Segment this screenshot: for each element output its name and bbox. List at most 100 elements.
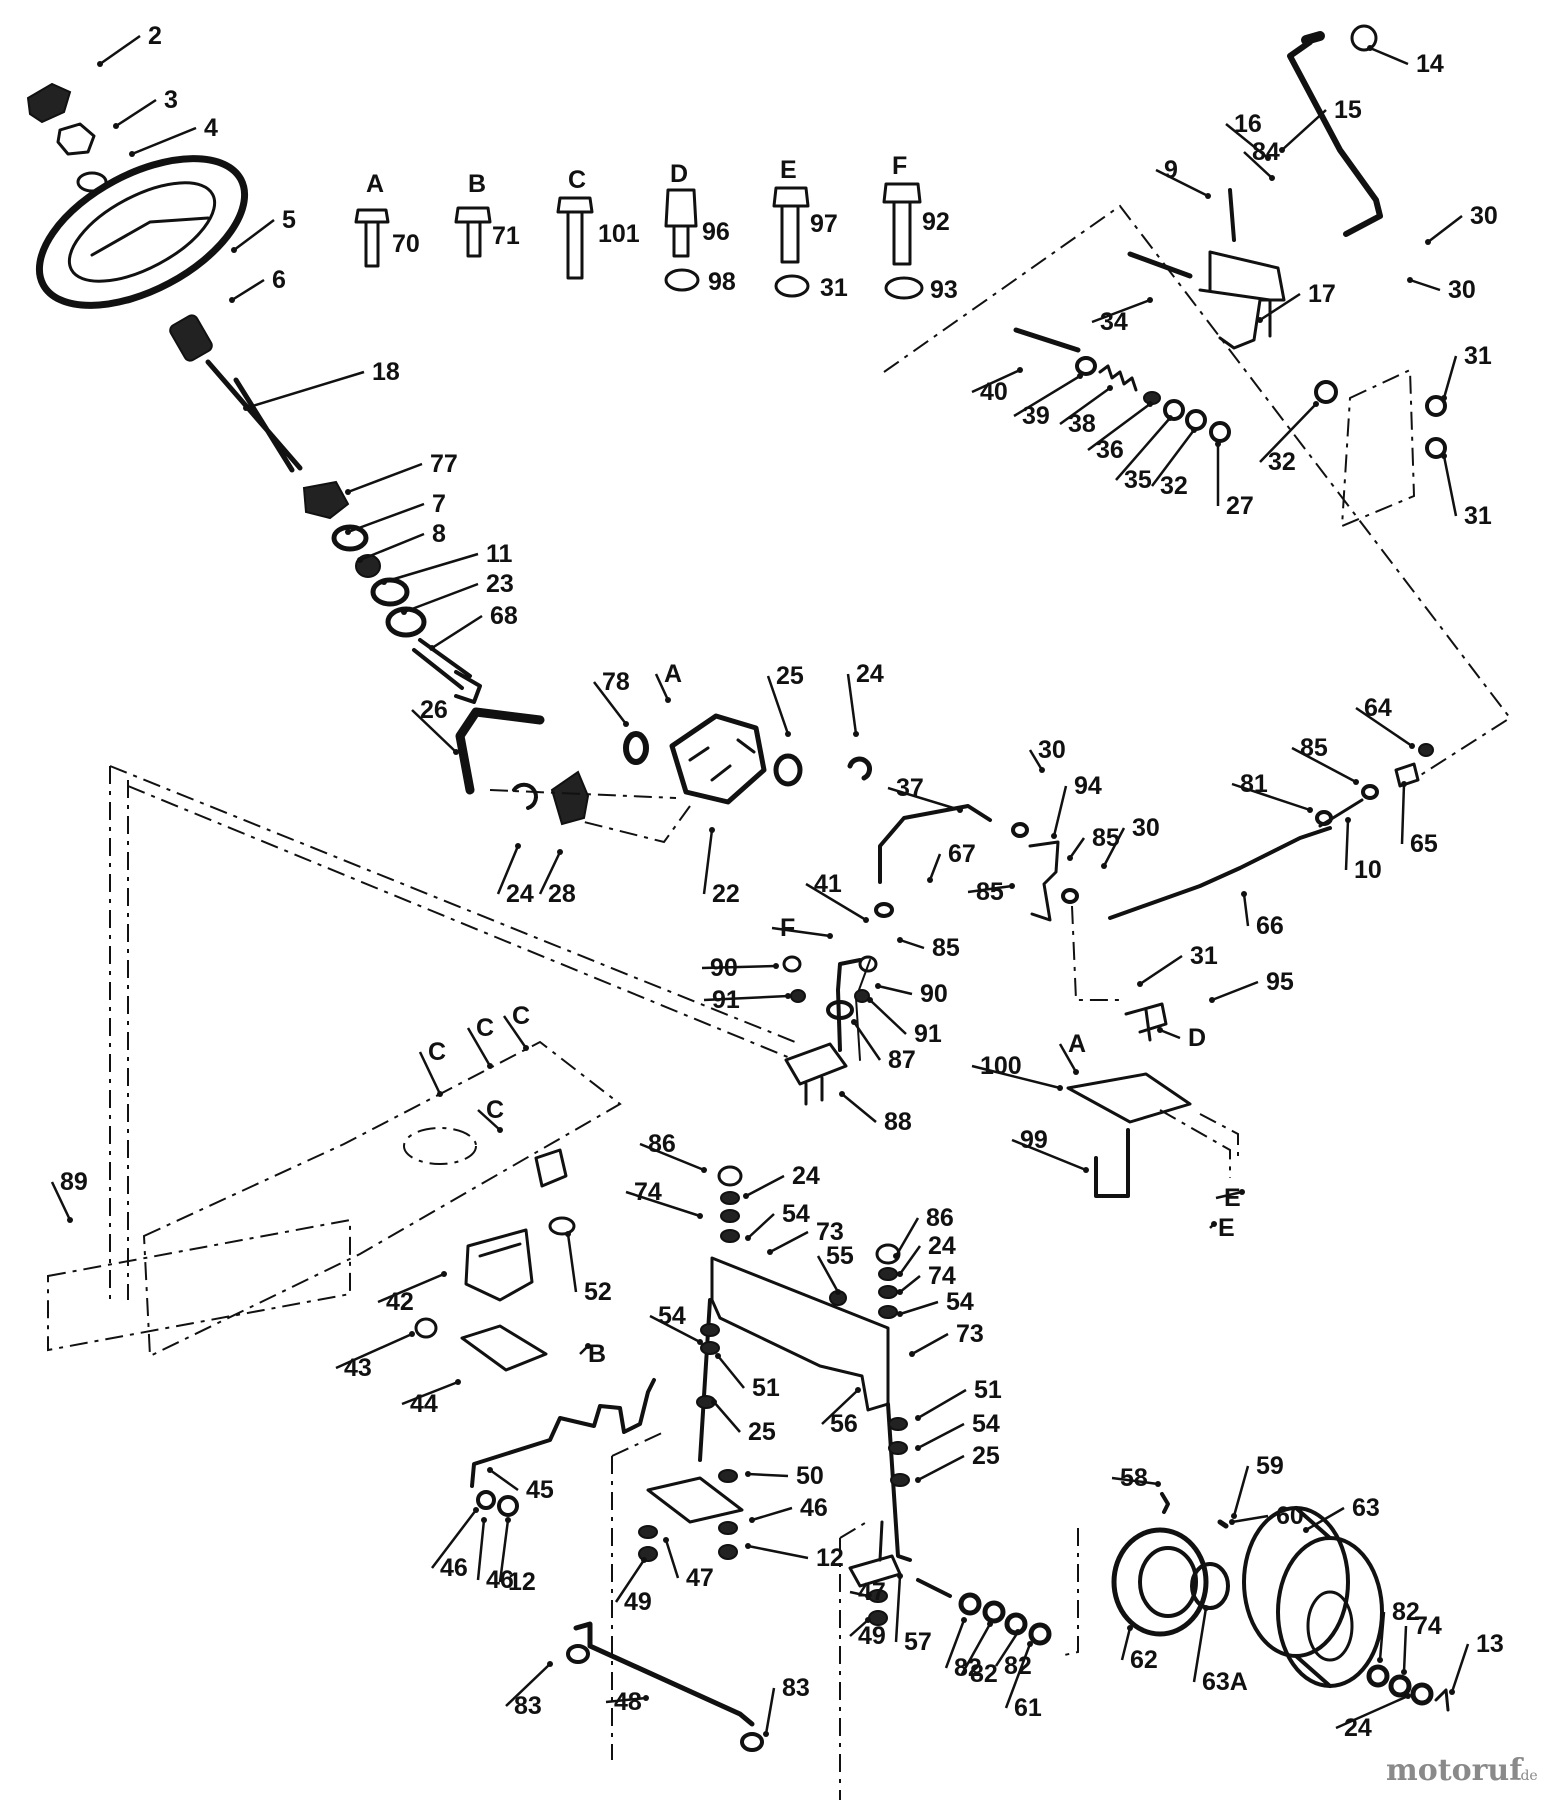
leader-arrowhead: [381, 579, 387, 585]
leader-line: [1192, 1607, 1208, 1683]
leader-arrowhead: [565, 1231, 571, 1237]
leader-line: [960, 1623, 992, 1675]
leader-arrowhead: [243, 405, 249, 411]
callout-62: 95: [1209, 968, 1294, 1003]
leader-line: [1442, 355, 1458, 399]
hw-bolt-97: 97: [810, 210, 838, 238]
leader-line: [745, 1174, 785, 1198]
callout-label: 85: [932, 934, 960, 962]
leader-line: [639, 1142, 705, 1172]
leader-arrowhead: [915, 1445, 921, 1451]
leader-arrowhead: [557, 849, 563, 855]
steering-spring: [169, 314, 213, 362]
leader-line: [766, 675, 790, 735]
nut-24c: [1410, 1682, 1434, 1706]
leader-line: [359, 532, 425, 562]
callout-label: 13: [1476, 1630, 1504, 1658]
callout-72: C: [477, 1096, 504, 1133]
leader-arrowhead: [909, 1351, 915, 1357]
callout-label: 91: [712, 986, 740, 1014]
leader-line: [944, 1619, 966, 1669]
callout-53: F: [771, 914, 833, 942]
leader-arrowhead: [663, 1537, 669, 1543]
rod-37: [878, 804, 992, 884]
leader-line: [431, 1509, 477, 1569]
callout-61: 31: [1137, 942, 1218, 987]
leader-line: [1052, 785, 1068, 837]
callout-104: 47: [663, 1537, 714, 1592]
leader-line: [1305, 1506, 1345, 1532]
callout-38: 22: [702, 827, 740, 908]
leader-arrowhead: [827, 933, 833, 939]
leader-line: [911, 1332, 949, 1356]
leader-arrowhead: [893, 1253, 899, 1259]
bolt-92: [882, 182, 922, 266]
leader-arrowhead: [1101, 863, 1107, 869]
callout-15: 84: [1243, 138, 1280, 181]
tire-63-front: [1276, 1536, 1384, 1688]
leader-arrowhead: [835, 1289, 841, 1295]
leader-line: [476, 1519, 486, 1581]
callout-79: 55: [816, 1242, 854, 1295]
callout-label: 65: [1410, 830, 1438, 858]
nut-31: [774, 274, 810, 298]
callout-label: 50: [796, 1462, 824, 1490]
callout-label: 59: [1256, 1452, 1284, 1480]
rod-end-83b: [740, 1732, 764, 1752]
leader-line: [1059, 386, 1111, 426]
clip-24b: [512, 782, 538, 810]
callout-label: 51: [974, 1376, 1002, 1404]
leader-line: [771, 926, 831, 938]
leader-arrowhead: [1083, 1167, 1089, 1173]
leader-arrowhead: [1353, 779, 1359, 785]
callout-31: 26: [411, 696, 459, 755]
cap-13: [1434, 1688, 1450, 1712]
leader-arrowhead: [863, 917, 869, 923]
washer-27: [1209, 421, 1231, 443]
leader-arrowhead: [1155, 1481, 1161, 1487]
callout-label: 73: [956, 1320, 984, 1348]
callout-label: 32: [1268, 448, 1296, 476]
leader-line: [1291, 746, 1357, 784]
leader-arrowhead: [897, 1573, 903, 1579]
hw-nut-31: 31: [820, 274, 848, 302]
leader-arrowhead: [1401, 781, 1407, 787]
leader-line: [466, 1027, 492, 1067]
lift-dashed-frame: [883, 204, 1512, 779]
callout-11: 68: [429, 602, 518, 651]
leader-arrowhead: [455, 1379, 461, 1385]
callout-label: A: [1068, 1030, 1086, 1058]
spindle-right: [886, 1402, 912, 1562]
callout-80: 52: [565, 1231, 612, 1306]
bolt-40: [1013, 327, 1081, 353]
callout-105: 49: [614, 1557, 652, 1616]
leader-arrowhead: [715, 1353, 721, 1359]
callout-label: 2: [148, 22, 162, 50]
leader-arrowhead: [487, 1467, 493, 1473]
leader-arrowhead: [897, 1289, 903, 1295]
leader-line: [1013, 374, 1081, 418]
hw-letter-E: E: [780, 156, 797, 184]
bolt-90b: [858, 955, 878, 973]
leader-arrowhead: [853, 731, 859, 737]
leader-arrowhead: [1405, 1693, 1411, 1699]
callout-54: 85: [897, 934, 960, 962]
steering-shaft: [205, 359, 303, 473]
callout-label: 64: [1364, 694, 1392, 722]
callout-47: 67: [927, 840, 976, 883]
callout-label: 30: [1132, 814, 1160, 842]
lift-lever-group: [883, 24, 1512, 779]
callout-label: 8: [432, 520, 446, 548]
callout-17: 30: [1425, 202, 1498, 245]
leader-arrowhead: [643, 1695, 649, 1701]
leader-line: [1120, 1627, 1132, 1661]
callout-label: 30: [1470, 202, 1498, 230]
leader-line: [431, 614, 483, 650]
watermark: motoruf .de: [1386, 1753, 1538, 1788]
bushing-78: [623, 731, 649, 765]
shaft-bolt-68: [412, 638, 482, 704]
callout-label: E: [1218, 1214, 1235, 1242]
callout-label: 31: [1464, 342, 1492, 370]
callout-95: 54: [915, 1410, 1000, 1451]
callout-label: 23: [486, 570, 514, 598]
